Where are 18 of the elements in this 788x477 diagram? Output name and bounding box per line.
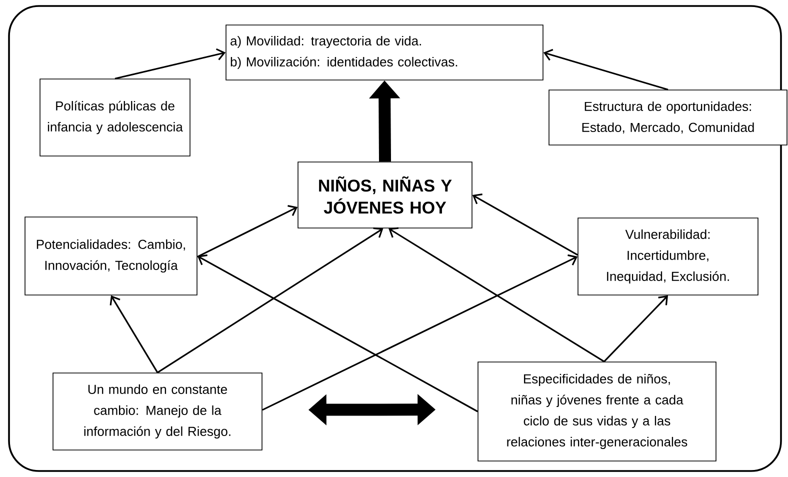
arrow (114, 48, 226, 80)
text-box: Políticas públicas de infancia y adolescencia (40, 78, 190, 156)
arrow (262, 254, 578, 411)
arrow (110, 295, 158, 373)
text-box: Especificidades de niños, niñas y jóvenes frente a cada ciclo de sus vidas y a las relaciones inter-generacionales (478, 362, 716, 462)
arrow (388, 227, 605, 362)
text-box: Un mundo en constante cambio: Manejo de la información y del Riesgo. (52, 372, 262, 450)
text-box: Vulnerabilidad: Incertidumbre, Inequidad, Exclusión. (578, 218, 758, 296)
arrow (197, 254, 478, 412)
arrow (157, 227, 384, 374)
text-box: a) Movilidad: trayectoria de vida. b) Movilización: identidades colectivas. (226, 24, 544, 80)
text-box: Potencialidades: Cambio, Innovación, Tecnología (24, 216, 198, 296)
text-box: Estructura de oportunidades: Estado, Mercado, Comunidad (548, 90, 788, 146)
text-box: NIÑOS, NIÑAS Y JÓVENES HOY (298, 162, 472, 228)
arrow (197, 205, 298, 258)
arrow (543, 48, 668, 90)
arrow (604, 295, 668, 362)
arrow (472, 194, 578, 256)
